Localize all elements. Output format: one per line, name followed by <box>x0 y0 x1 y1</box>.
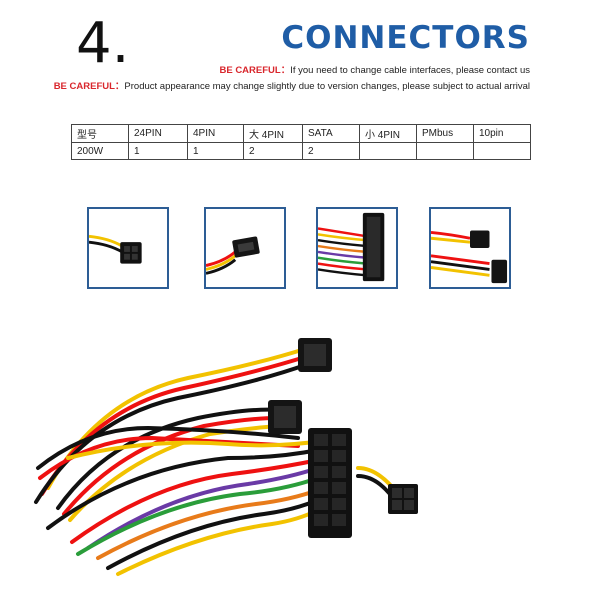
table-row: 200W 1 1 2 2 <box>71 142 531 160</box>
molex-connector-icon <box>431 230 508 284</box>
table-cell: 1 <box>128 142 188 160</box>
table-header-cell: SATA <box>302 124 360 143</box>
table-header-cell: PMbus <box>416 124 474 143</box>
thumbnail-molex <box>429 207 511 289</box>
table-header-cell: 大 4PIN <box>243 124 303 143</box>
table-header-row: 型号 24PIN 4PIN 大 4PIN SATA 小 4PIN PMbus 1… <box>71 124 531 143</box>
warning-note-1: BE CAREFUL：If you need to change cable i… <box>219 62 530 76</box>
table-cell <box>359 142 417 160</box>
connector-spec-table: 型号 24PIN 4PIN 大 4PIN SATA 小 4PIN PMbus 1… <box>71 124 531 160</box>
table-header-cell: 小 4PIN <box>359 124 417 143</box>
section-number: 4. <box>76 11 130 76</box>
warning-label: BE CAREFUL： <box>219 65 291 76</box>
table-cell: 200W <box>71 142 129 160</box>
table-cell: 2 <box>243 142 303 160</box>
thumbnail-sata <box>204 207 286 289</box>
warning-label: BE CAREFUL： <box>53 81 125 92</box>
page-title: CONNECTORS <box>281 20 530 56</box>
24pin-connector-icon <box>318 212 385 282</box>
warning-text: If you need to change cable interfaces, … <box>290 65 530 76</box>
psu-cable-bundle-photo <box>34 338 418 576</box>
table-cell <box>473 142 531 160</box>
table-header-cell: 10pin <box>473 124 531 143</box>
4pin-cpu-connector-icon <box>89 234 142 264</box>
table-cell: 1 <box>187 142 244 160</box>
thumbnail-4pin-cpu <box>87 207 169 289</box>
table-header-cell: 型号 <box>71 124 129 143</box>
warning-text: Product appearance may change slightly d… <box>124 81 530 92</box>
table-cell <box>416 142 474 160</box>
table-header-cell: 4PIN <box>187 124 244 143</box>
table-cell: 2 <box>302 142 360 160</box>
table-header-cell: 24PIN <box>128 124 188 143</box>
sata-connector-icon <box>206 236 260 275</box>
warning-note-2: BE CAREFUL：Product appearance may change… <box>54 78 530 92</box>
thumbnail-24pin <box>316 207 398 289</box>
